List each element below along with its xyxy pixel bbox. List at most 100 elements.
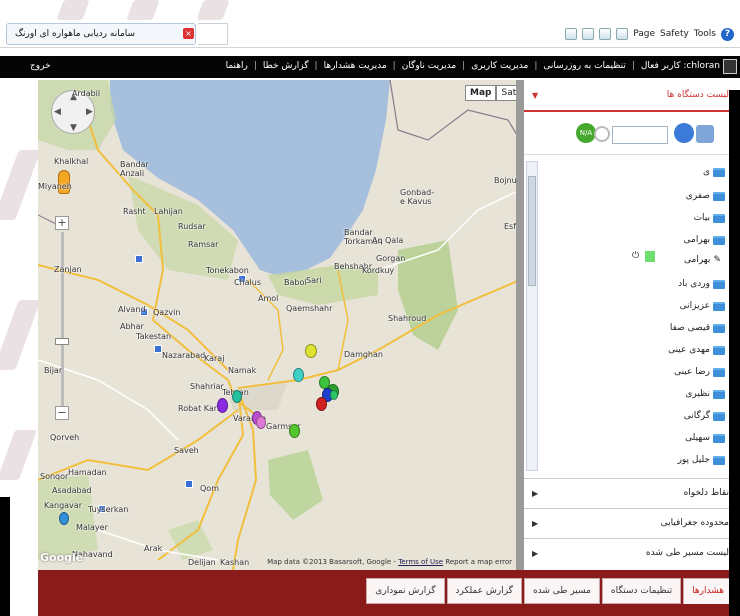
nav-help[interactable]: راهنما bbox=[225, 61, 248, 71]
tree-item[interactable]: نظیری bbox=[685, 389, 725, 399]
refresh-icon[interactable] bbox=[674, 123, 694, 143]
tree-item-label: صفری bbox=[685, 191, 710, 201]
nav-update-settings[interactable]: تنظیمات به روزرسانی bbox=[543, 61, 626, 71]
pegman-icon[interactable] bbox=[58, 170, 70, 194]
city-label: Robat Karim bbox=[178, 404, 228, 413]
folder-icon bbox=[713, 213, 725, 223]
device-search-input[interactable] bbox=[612, 126, 668, 144]
vehicle-marker[interactable] bbox=[305, 344, 317, 358]
tree-item[interactable]: بیات bbox=[694, 213, 725, 223]
help-icon[interactable]: ? bbox=[721, 27, 734, 41]
tree-item-label: نظیری bbox=[685, 389, 710, 399]
vehicle-marker[interactable] bbox=[217, 398, 228, 413]
tree-item-device[interactable]: بهرامی✎ bbox=[684, 255, 721, 265]
vehicle-marker[interactable] bbox=[330, 390, 338, 400]
close-icon[interactable]: × bbox=[183, 28, 194, 39]
tree-scrollbar-thumb[interactable] bbox=[528, 176, 536, 286]
tree-item-label: بهرامی bbox=[683, 235, 710, 245]
tab-chart-report[interactable]: گزارش نمودارى bbox=[366, 578, 445, 604]
tree-item[interactable]: عزیزانی bbox=[680, 301, 725, 311]
command-bar: Page Safety Tools ? bbox=[565, 26, 734, 42]
vehicle-marker[interactable] bbox=[59, 512, 69, 525]
tree-item[interactable]: ی bbox=[703, 167, 725, 177]
tab-alerts[interactable]: هشدارها bbox=[683, 578, 733, 604]
map-attribution: Map data ©2013 Basarsoft, Google - Terms… bbox=[267, 558, 512, 566]
bg-stroke bbox=[0, 150, 41, 220]
city-label: Qom bbox=[200, 484, 219, 493]
tree-item[interactable]: وردی باد bbox=[678, 279, 725, 289]
zoom-in-button[interactable]: + bbox=[55, 216, 69, 230]
city-label: Amol bbox=[258, 294, 279, 303]
pan-up-icon[interactable]: ▲ bbox=[70, 92, 77, 102]
tree-item[interactable]: صفری bbox=[686, 191, 725, 201]
pan-left-icon[interactable]: ◀ bbox=[54, 107, 61, 117]
zoom-slider-handle[interactable] bbox=[55, 338, 69, 345]
tree-item[interactable]: قیصی صفا bbox=[670, 323, 725, 333]
tab-device-settings[interactable]: تنظیمات دستگاه bbox=[601, 578, 682, 604]
page-menu[interactable]: Page bbox=[633, 29, 656, 39]
section-favorite-points[interactable]: ▶ نقاط دلخواه bbox=[524, 478, 739, 508]
home-icon[interactable] bbox=[723, 59, 737, 74]
tree-scrollbar[interactable] bbox=[526, 161, 538, 471]
nav-users[interactable]: مدیریت کاربری bbox=[471, 61, 529, 71]
map-type-map-button[interactable]: Map bbox=[465, 85, 497, 101]
mail-icon[interactable] bbox=[599, 28, 612, 40]
new-tab-button[interactable] bbox=[198, 23, 228, 45]
tab-route-history[interactable]: مسیر طی شده bbox=[523, 578, 600, 604]
folder-icon bbox=[713, 411, 725, 421]
highway bbox=[237, 280, 516, 389]
status-na-icon[interactable]: N/A bbox=[576, 123, 596, 143]
section-route-list[interactable]: ▶ لیست مسیر طی شده bbox=[524, 538, 739, 568]
browser-tab[interactable]: سامانه ردیابی ماهواره ای اورنگ × bbox=[6, 23, 196, 45]
nav-alerts[interactable]: مدیریت هشدارها bbox=[323, 61, 387, 71]
edit-icon[interactable] bbox=[696, 125, 714, 143]
city-label: Ramsar bbox=[188, 240, 219, 249]
tree-item[interactable]: بهرامی bbox=[684, 235, 725, 245]
nav-fleet[interactable]: مدیریت ناوگان bbox=[401, 61, 457, 71]
main-frame: Map Satellite ▲ ▼ ◀ ▶ + − Ardabil Khalkh… bbox=[38, 80, 739, 570]
pan-control[interactable]: ▲ ▼ ◀ ▶ bbox=[51, 90, 95, 134]
folder-icon bbox=[713, 191, 725, 201]
section-title: محدوده جغرافیایی bbox=[660, 518, 729, 528]
nav-active-user: کاربر فعال :chloran bbox=[640, 61, 720, 71]
map-base bbox=[38, 80, 516, 570]
folder-icon bbox=[713, 367, 725, 377]
search-icon[interactable] bbox=[594, 126, 610, 142]
vehicle-marker[interactable] bbox=[232, 390, 242, 403]
bg-stroke bbox=[126, 0, 160, 20]
tree-item[interactable]: رضا عینی bbox=[674, 367, 725, 377]
print-icon[interactable] bbox=[616, 28, 629, 40]
terms-of-use-link[interactable]: Terms of Use bbox=[398, 558, 444, 566]
home-icon[interactable] bbox=[565, 28, 578, 40]
chevron-down-icon[interactable]: ▼ bbox=[532, 91, 539, 100]
map-type-satellite-button[interactable]: Satellite bbox=[496, 85, 516, 101]
vehicle-marker[interactable] bbox=[256, 416, 266, 429]
vehicle-marker[interactable] bbox=[293, 368, 304, 382]
map-view[interactable]: Map Satellite ▲ ▼ ◀ ▶ + − Ardabil Khalkh… bbox=[38, 80, 520, 570]
tree-item[interactable]: گرگانی bbox=[684, 411, 725, 421]
city-label: Sari bbox=[306, 276, 322, 285]
zoom-out-button[interactable]: − bbox=[55, 406, 69, 420]
pan-down-icon[interactable]: ▼ bbox=[70, 123, 77, 133]
pan-right-icon[interactable]: ▶ bbox=[86, 107, 93, 117]
tree-item[interactable]: سهیلی bbox=[685, 433, 725, 443]
screen-edge bbox=[729, 90, 740, 616]
device-list-header[interactable]: ▼ لیست دستگاه ها bbox=[524, 80, 739, 112]
road-shield-icon bbox=[140, 308, 148, 316]
vehicle-icon: ✎ bbox=[713, 255, 721, 265]
zoom-slider-track[interactable] bbox=[61, 232, 64, 408]
safety-menu[interactable]: Safety bbox=[660, 29, 689, 39]
report-map-error-link[interactable]: Report a map error bbox=[445, 558, 512, 566]
vehicle-marker[interactable] bbox=[316, 397, 327, 411]
tree-item[interactable]: مهدی عینی bbox=[668, 345, 725, 355]
vehicle-marker[interactable] bbox=[289, 424, 300, 438]
tools-menu[interactable]: Tools bbox=[693, 29, 716, 39]
feeds-icon[interactable] bbox=[582, 28, 595, 40]
logout-link[interactable]: خروج bbox=[30, 61, 51, 71]
section-geofence[interactable]: ▶ محدوده جغرافیایی bbox=[524, 508, 739, 538]
device-panel: ▼ لیست دستگاه ها N/A ی صفری بیات بهرامی … bbox=[524, 80, 739, 570]
tree-item[interactable]: جلیل پور bbox=[678, 455, 725, 465]
city-label: Gonbad-e Kavus bbox=[400, 188, 435, 206]
nav-error-report[interactable]: گزارش خطا bbox=[262, 61, 309, 71]
tab-performance-report[interactable]: گزارش عملکرد bbox=[446, 578, 522, 604]
